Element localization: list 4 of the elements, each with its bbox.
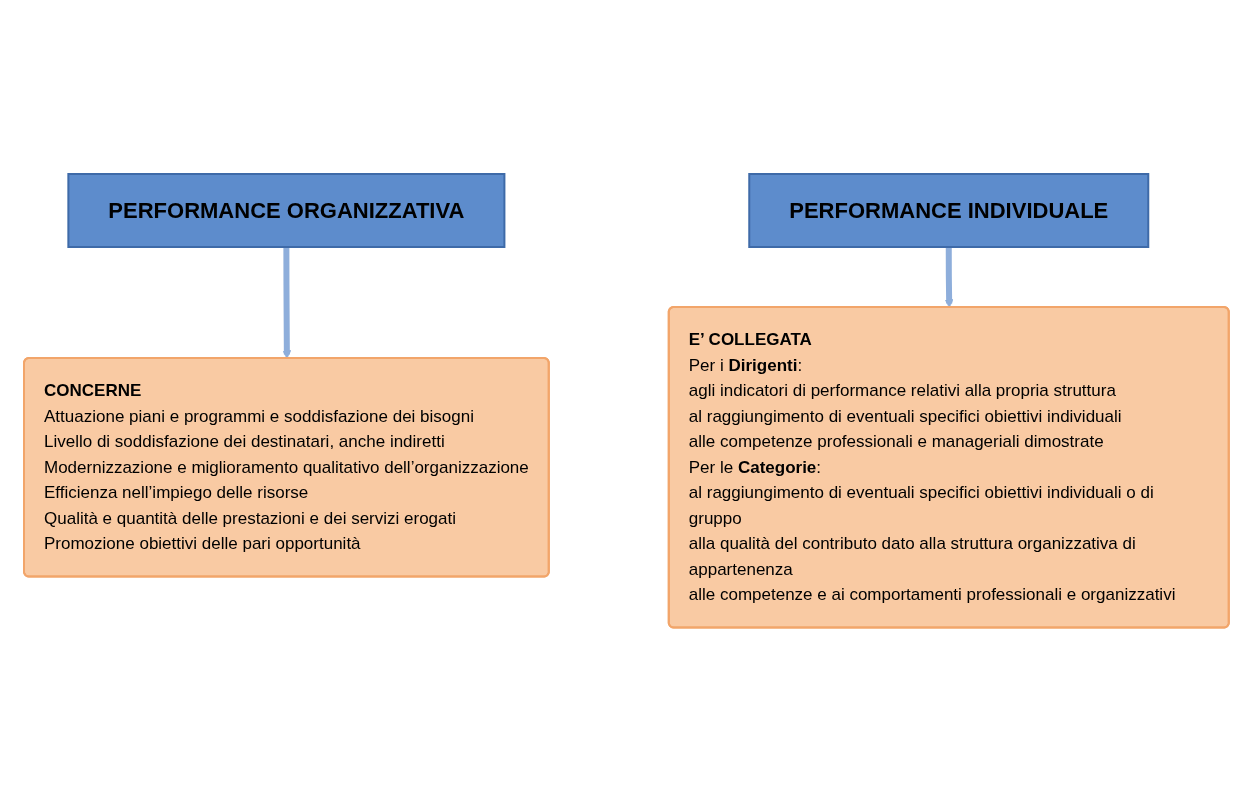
node-box: PERFORMANCE INDIVIDUALE	[747, 172, 1149, 248]
arrow	[944, 246, 954, 308]
node-box: PERFORMANCE ORGANIZZATIVA	[66, 172, 505, 248]
arrow	[282, 246, 291, 359]
